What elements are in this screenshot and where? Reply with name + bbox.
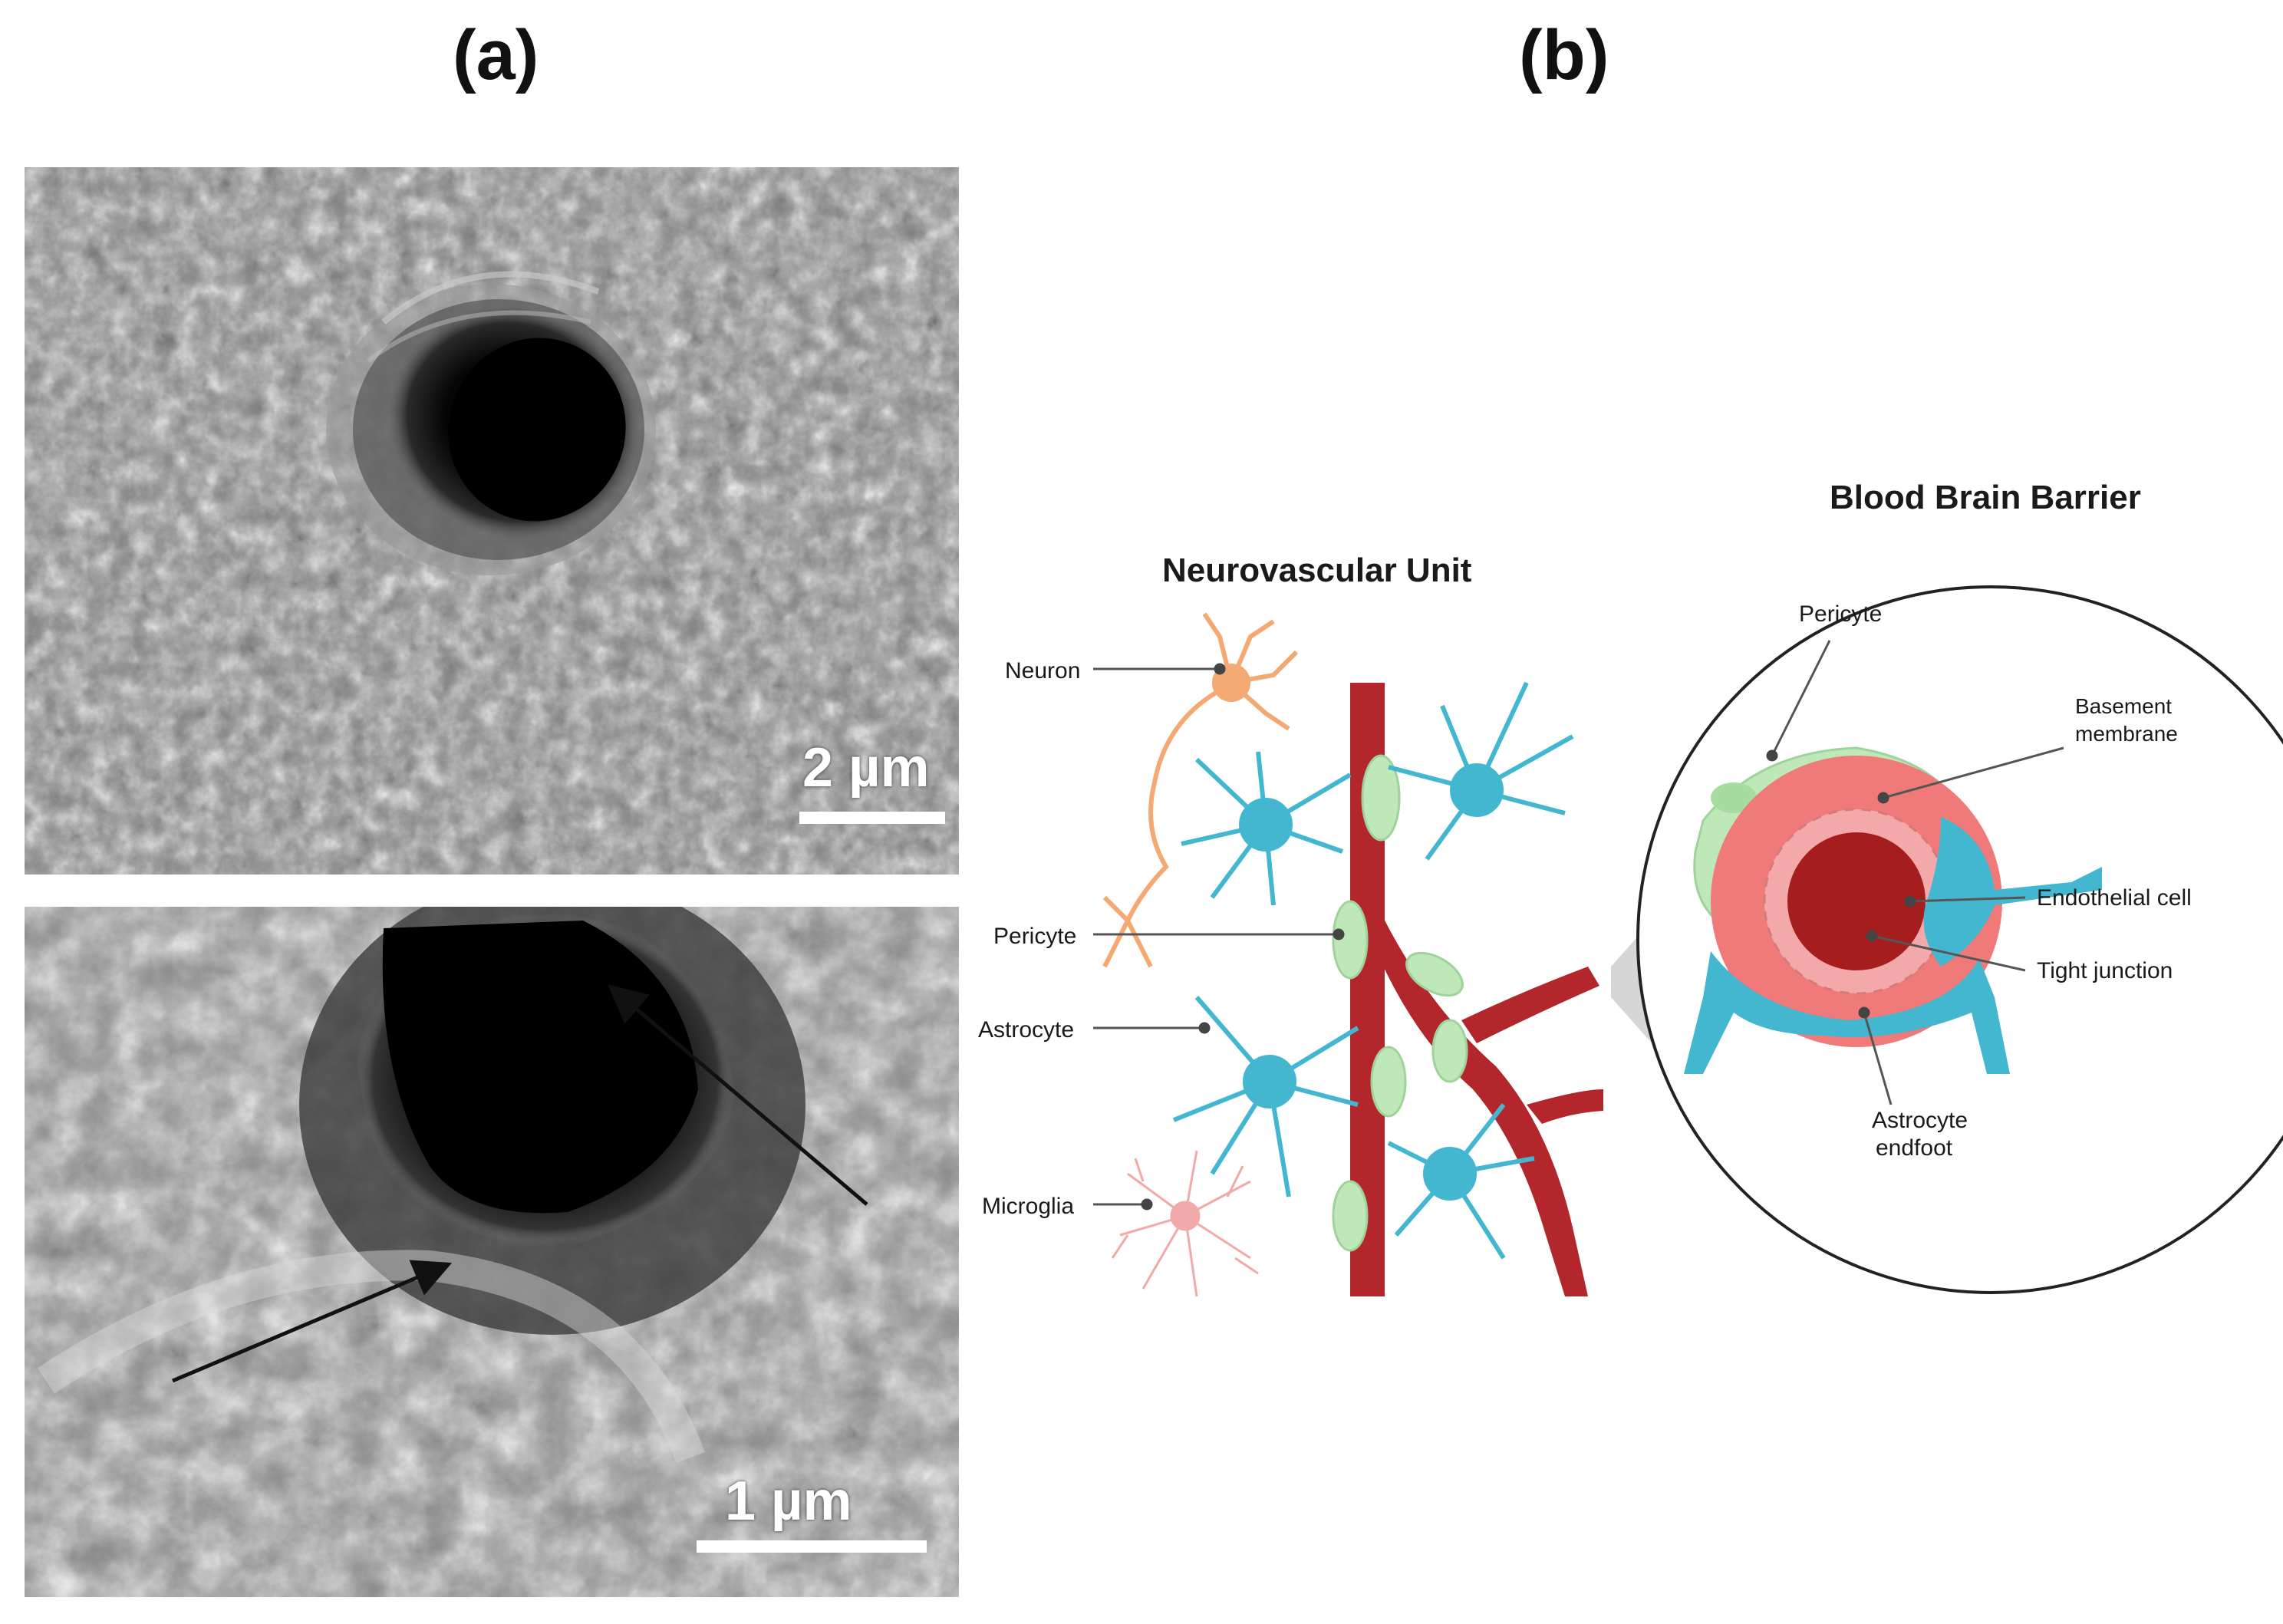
bbb-label-pericyte: Pericyte bbox=[1799, 601, 1882, 627]
pericytes bbox=[1332, 754, 1468, 1252]
scale-bar-bottom bbox=[697, 1540, 927, 1553]
panel-label-a: (a) bbox=[453, 16, 539, 94]
label-astrocyte: Astrocyte bbox=[978, 1017, 1074, 1043]
astrocyte-lower-right bbox=[1387, 1103, 1535, 1260]
bbb-title: Blood Brain Barrier bbox=[1830, 479, 2141, 516]
astrocyte-lower-left bbox=[1172, 996, 1359, 1197]
arrow-upper-right bbox=[608, 984, 868, 1206]
neuron bbox=[1102, 612, 1299, 968]
bbb-label-astrocyte: Astrocyte bbox=[1872, 1108, 1968, 1133]
microglia bbox=[1111, 1150, 1259, 1297]
astrocyte-upper-right bbox=[1388, 681, 1574, 861]
nvu-title: Neurovascular Unit bbox=[1162, 552, 1472, 589]
sem-image-bottom bbox=[25, 907, 959, 1597]
astrocytes bbox=[1172, 681, 1574, 1260]
bbb-callouts bbox=[1766, 640, 2064, 1105]
panel-label-b: (b) bbox=[1519, 16, 1609, 94]
label-neuron: Neuron bbox=[1005, 658, 1080, 684]
scale-label-bottom: 1 µm bbox=[725, 1471, 852, 1532]
bbb-label-basement-1: Basement bbox=[2075, 694, 2172, 718]
bbb-label-basement-2: membrane bbox=[2075, 722, 2178, 746]
arrow-lower-left bbox=[172, 1260, 453, 1383]
astrocyte-upper-left bbox=[1181, 751, 1352, 906]
bbb-label-endfoot: endfoot bbox=[1876, 1135, 1953, 1161]
nvu-callouts bbox=[1093, 663, 1345, 1211]
label-microglia: Microglia bbox=[982, 1194, 1074, 1219]
scale-label-top: 2 µm bbox=[802, 737, 930, 799]
scale-bar-top bbox=[799, 812, 945, 824]
bbb-label-tight-junction: Tight junction bbox=[2037, 958, 2173, 983]
sem-image-top bbox=[25, 167, 959, 875]
bbb-label-endothelial: Endothelial cell bbox=[2037, 885, 2192, 911]
bbb-cross-section bbox=[1636, 585, 2283, 1294]
label-pericyte: Pericyte bbox=[993, 924, 1076, 949]
